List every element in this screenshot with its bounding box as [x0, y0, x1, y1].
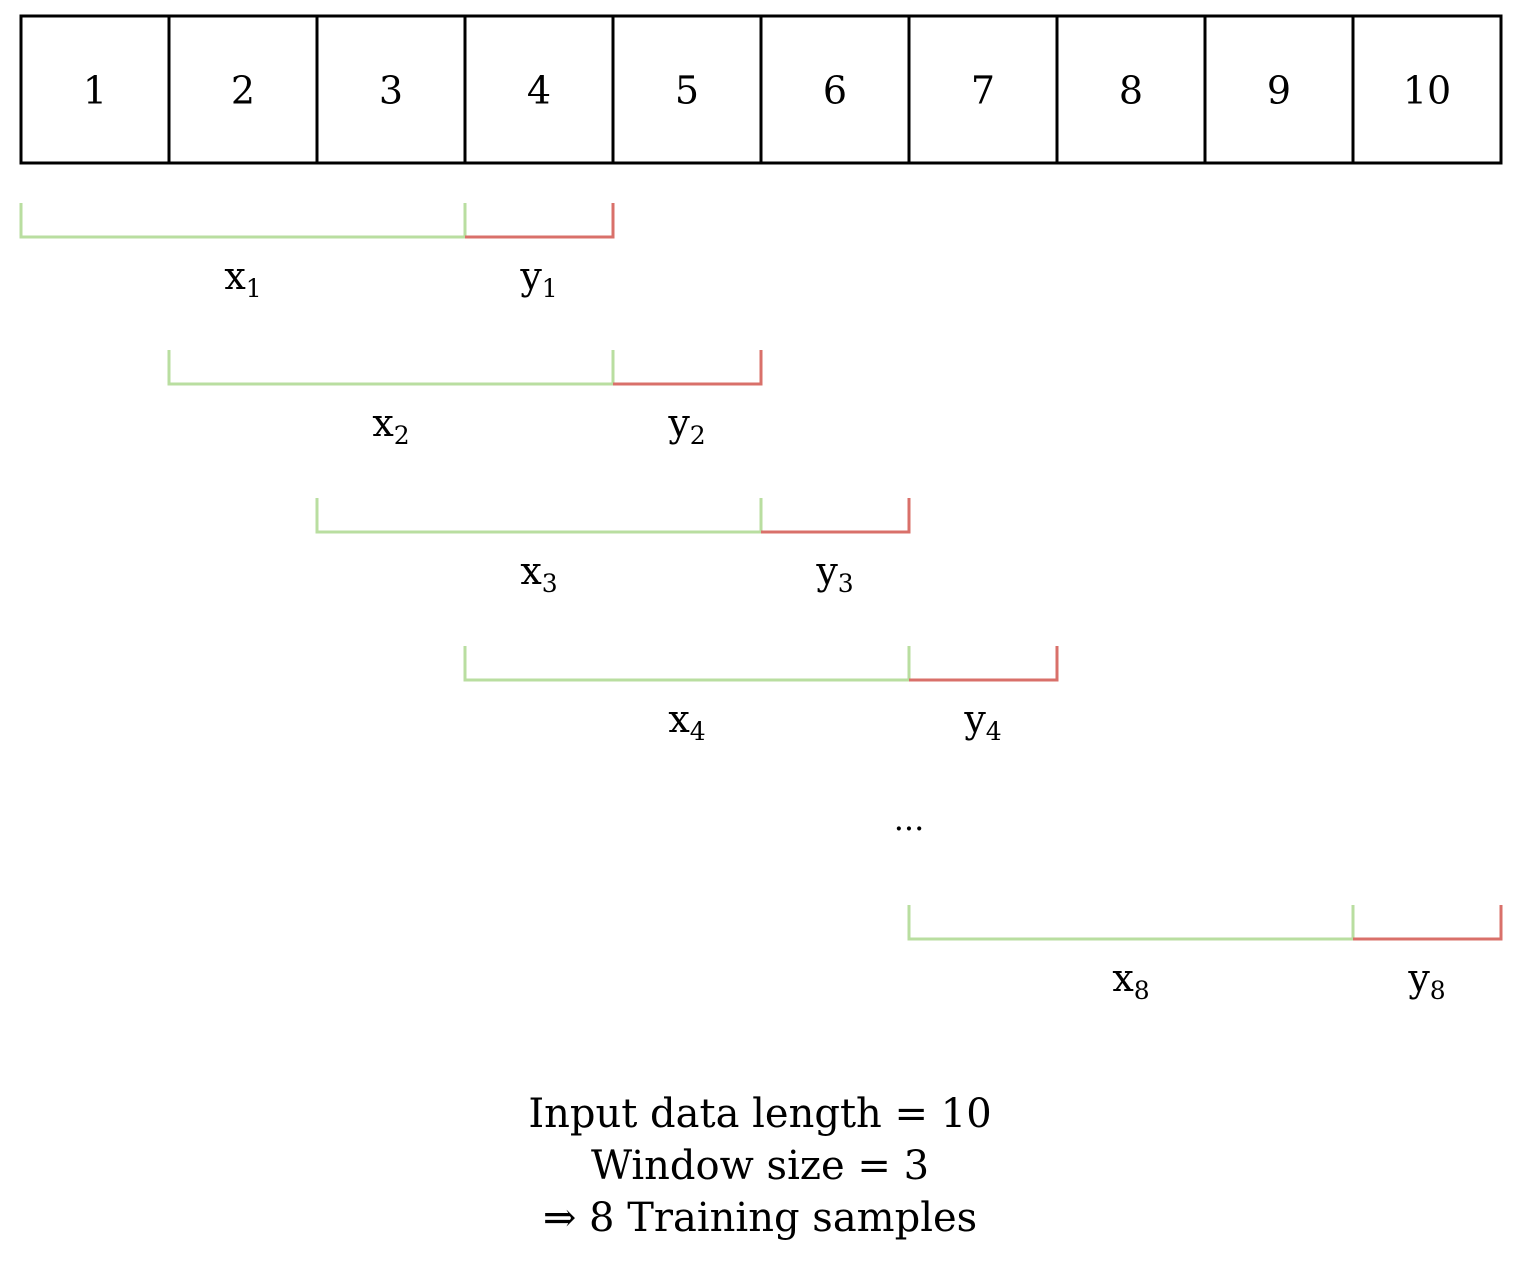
input-label-2: x2: [372, 401, 409, 450]
input-label-8-base: x: [1112, 956, 1133, 1000]
sequence-cell-label-9: 9: [1267, 69, 1291, 113]
target-label-3-base: y: [815, 549, 838, 593]
target-label-4: y4: [963, 697, 1001, 746]
summary-line-training-samples: ⇒ 8 Training samples: [542, 1195, 978, 1241]
target-bracket-1: [465, 203, 615, 239]
target-label-2-subscript: 2: [690, 421, 706, 450]
sequence-cell-label-10: 10: [1403, 69, 1451, 113]
sequence-cell-label-8: 8: [1119, 69, 1143, 113]
summary-line-window-size: Window size = 3: [590, 1143, 930, 1189]
sequence-cell-label-3: 3: [379, 69, 403, 113]
sequence-cell-label-1: 1: [83, 69, 107, 113]
target-bracket-8: [1353, 905, 1503, 941]
sequence-cell-6: [759, 14, 911, 165]
target-label-8-subscript: 8: [1430, 976, 1446, 1005]
sequence-cell-5: [611, 14, 763, 165]
input-label-3-subscript: 3: [542, 569, 558, 598]
target-bracket-2: [613, 350, 763, 386]
sequence-cell-2: [167, 14, 319, 165]
sequence-cell-label-2: 2: [231, 69, 255, 113]
target-label-2: y2: [667, 401, 705, 450]
summary-line-input-length: Input data length = 10: [528, 1091, 992, 1137]
input-label-2-base: x: [372, 401, 393, 445]
sequence-cell-7: [907, 14, 1059, 165]
input-label-8: x8: [1112, 956, 1149, 1005]
input-label-1-base: x: [224, 254, 245, 298]
sequence-cell-1: [19, 14, 171, 165]
input-bracket-1: [19, 203, 465, 239]
target-label-8: y8: [1407, 956, 1445, 1005]
target-bracket-3: [761, 498, 911, 534]
sequence-cell-3: [315, 14, 467, 165]
target-bracket-4: [909, 646, 1059, 682]
target-label-3-subscript: 3: [838, 569, 854, 598]
sequence-cell-label-6: 6: [823, 69, 847, 113]
sequence-cells: 1 2 3 4 5 6 7 8 9 10: [19, 14, 1503, 165]
input-label-3-base: x: [520, 549, 541, 593]
input-label-4-base: x: [668, 697, 689, 741]
input-bracket-3: [315, 498, 761, 534]
target-label-1-subscript: 1: [542, 274, 558, 303]
target-label-1-base: y: [519, 254, 542, 298]
input-bracket-8: [907, 905, 1353, 941]
summary-text: Input data length = 10 Window size = 3 ⇒…: [0, 1088, 1520, 1244]
input-label-1-subscript: 1: [246, 274, 262, 303]
input-label-8-subscript: 8: [1134, 976, 1150, 1005]
sequence-cell-label-7: 7: [971, 69, 995, 113]
input-label-3: x3: [520, 549, 557, 598]
target-label-8-base: y: [1407, 956, 1430, 1000]
target-label-1: y1: [519, 254, 557, 303]
target-label-3: y3: [815, 549, 853, 598]
sequence-cell-label-4: 4: [527, 69, 551, 113]
sequence-cell-8: [1055, 14, 1207, 165]
input-label-2-subscript: 2: [394, 421, 410, 450]
sequence-cell-10: [1351, 14, 1503, 165]
input-label-4-subscript: 4: [690, 717, 706, 746]
target-label-4-subscript: 4: [986, 717, 1002, 746]
input-bracket-4: [463, 646, 909, 682]
input-bracket-2: [167, 350, 613, 386]
input-label-1: x1: [224, 254, 261, 303]
sequence-cell-label-5: 5: [675, 69, 699, 113]
ellipsis: ...: [894, 800, 925, 838]
input-label-4: x4: [668, 697, 705, 746]
target-label-2-base: y: [667, 401, 690, 445]
sequence-cell-9: [1203, 14, 1355, 165]
target-label-4-base: y: [963, 697, 986, 741]
